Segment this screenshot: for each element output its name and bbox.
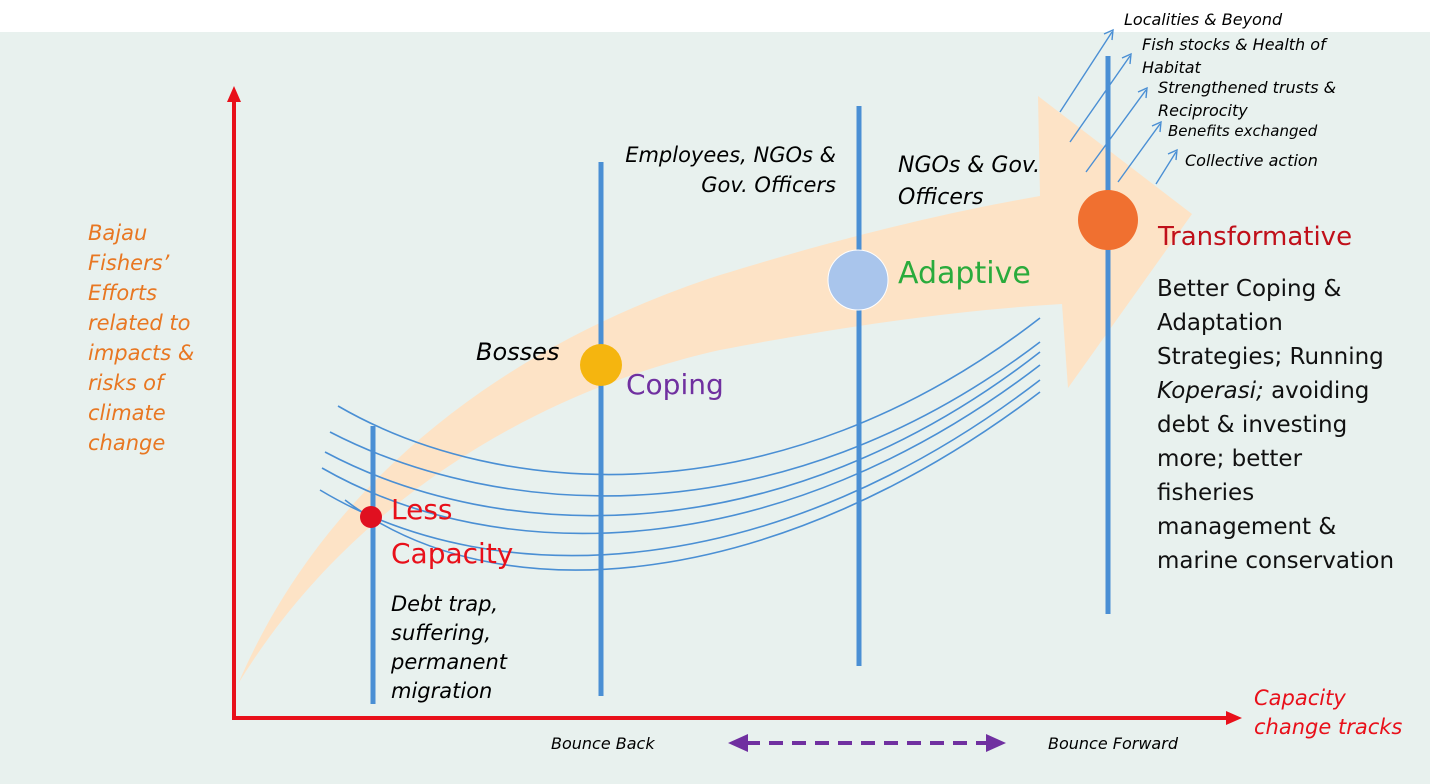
transformative-description-part-1: Better Coping & Adaptation Strategies; R… bbox=[1157, 276, 1384, 370]
outcome-arrows bbox=[1059, 28, 1178, 185]
stage-label-less-capacity: Less Capacity bbox=[391, 493, 514, 570]
y-axis-arrowhead bbox=[227, 86, 241, 102]
double-headed-dashed-arrow-icon bbox=[728, 734, 1006, 752]
transformative-description-part-2: avoiding debt & investing more; better f… bbox=[1157, 378, 1395, 574]
adaptive-dot bbox=[827, 249, 889, 311]
change-curves bbox=[319, 317, 1041, 571]
upward-arrow-icon bbox=[1117, 123, 1161, 183]
capacity-growth-arrow bbox=[238, 96, 1192, 684]
transformative-description-koperasi: Koperasi; bbox=[1157, 378, 1264, 404]
outcome-label: Benefits exchanged bbox=[1168, 122, 1318, 140]
upward-arrow-icon bbox=[1059, 31, 1113, 113]
actor-label-bosses: Bosses bbox=[476, 338, 560, 366]
outcome-label: Strengthened trusts & Reciprocity bbox=[1158, 78, 1337, 120]
stage-label-coping: Coping bbox=[626, 368, 724, 401]
bounce-forward-label: Bounce Forward bbox=[1048, 734, 1178, 753]
background-panel bbox=[0, 32, 1430, 784]
actor-label-employees: Employees, NGOs & Gov. Officers bbox=[625, 143, 836, 197]
less-capacity-dot bbox=[360, 506, 382, 528]
outcome-label: Collective action bbox=[1185, 151, 1318, 170]
outcome-label: Fish stocks & Health of Habitat bbox=[1142, 35, 1326, 77]
upward-arrow-icon bbox=[1155, 151, 1177, 185]
axes bbox=[227, 86, 1242, 725]
stage-label-adaptive: Adaptive bbox=[898, 256, 1031, 291]
upward-arrow-icon bbox=[1069, 55, 1131, 143]
stage-lines bbox=[370, 56, 1111, 704]
transformative-dot bbox=[1078, 190, 1138, 250]
upward-arrow-icon bbox=[1085, 89, 1147, 173]
x-axis-arrowhead bbox=[1226, 711, 1242, 725]
outcome-label: Localities & Beyond bbox=[1124, 10, 1283, 29]
transformative-description: Better Coping & Adaptation Strategies; R… bbox=[1157, 272, 1397, 578]
actor-label-ngos: NGOs & Gov. Officers bbox=[898, 153, 1041, 210]
coping-dot bbox=[580, 344, 622, 386]
x-axis-label: Capacity change tracks bbox=[1254, 686, 1403, 739]
stage-label-transformative: Transformative bbox=[1158, 222, 1353, 252]
bounce-back-label: Bounce Back bbox=[551, 734, 655, 753]
less-capacity-description: Debt trap, suffering, permanent migratio… bbox=[391, 592, 507, 703]
y-axis-label: Bajau Fishers’ Efforts related to impact… bbox=[88, 221, 195, 455]
